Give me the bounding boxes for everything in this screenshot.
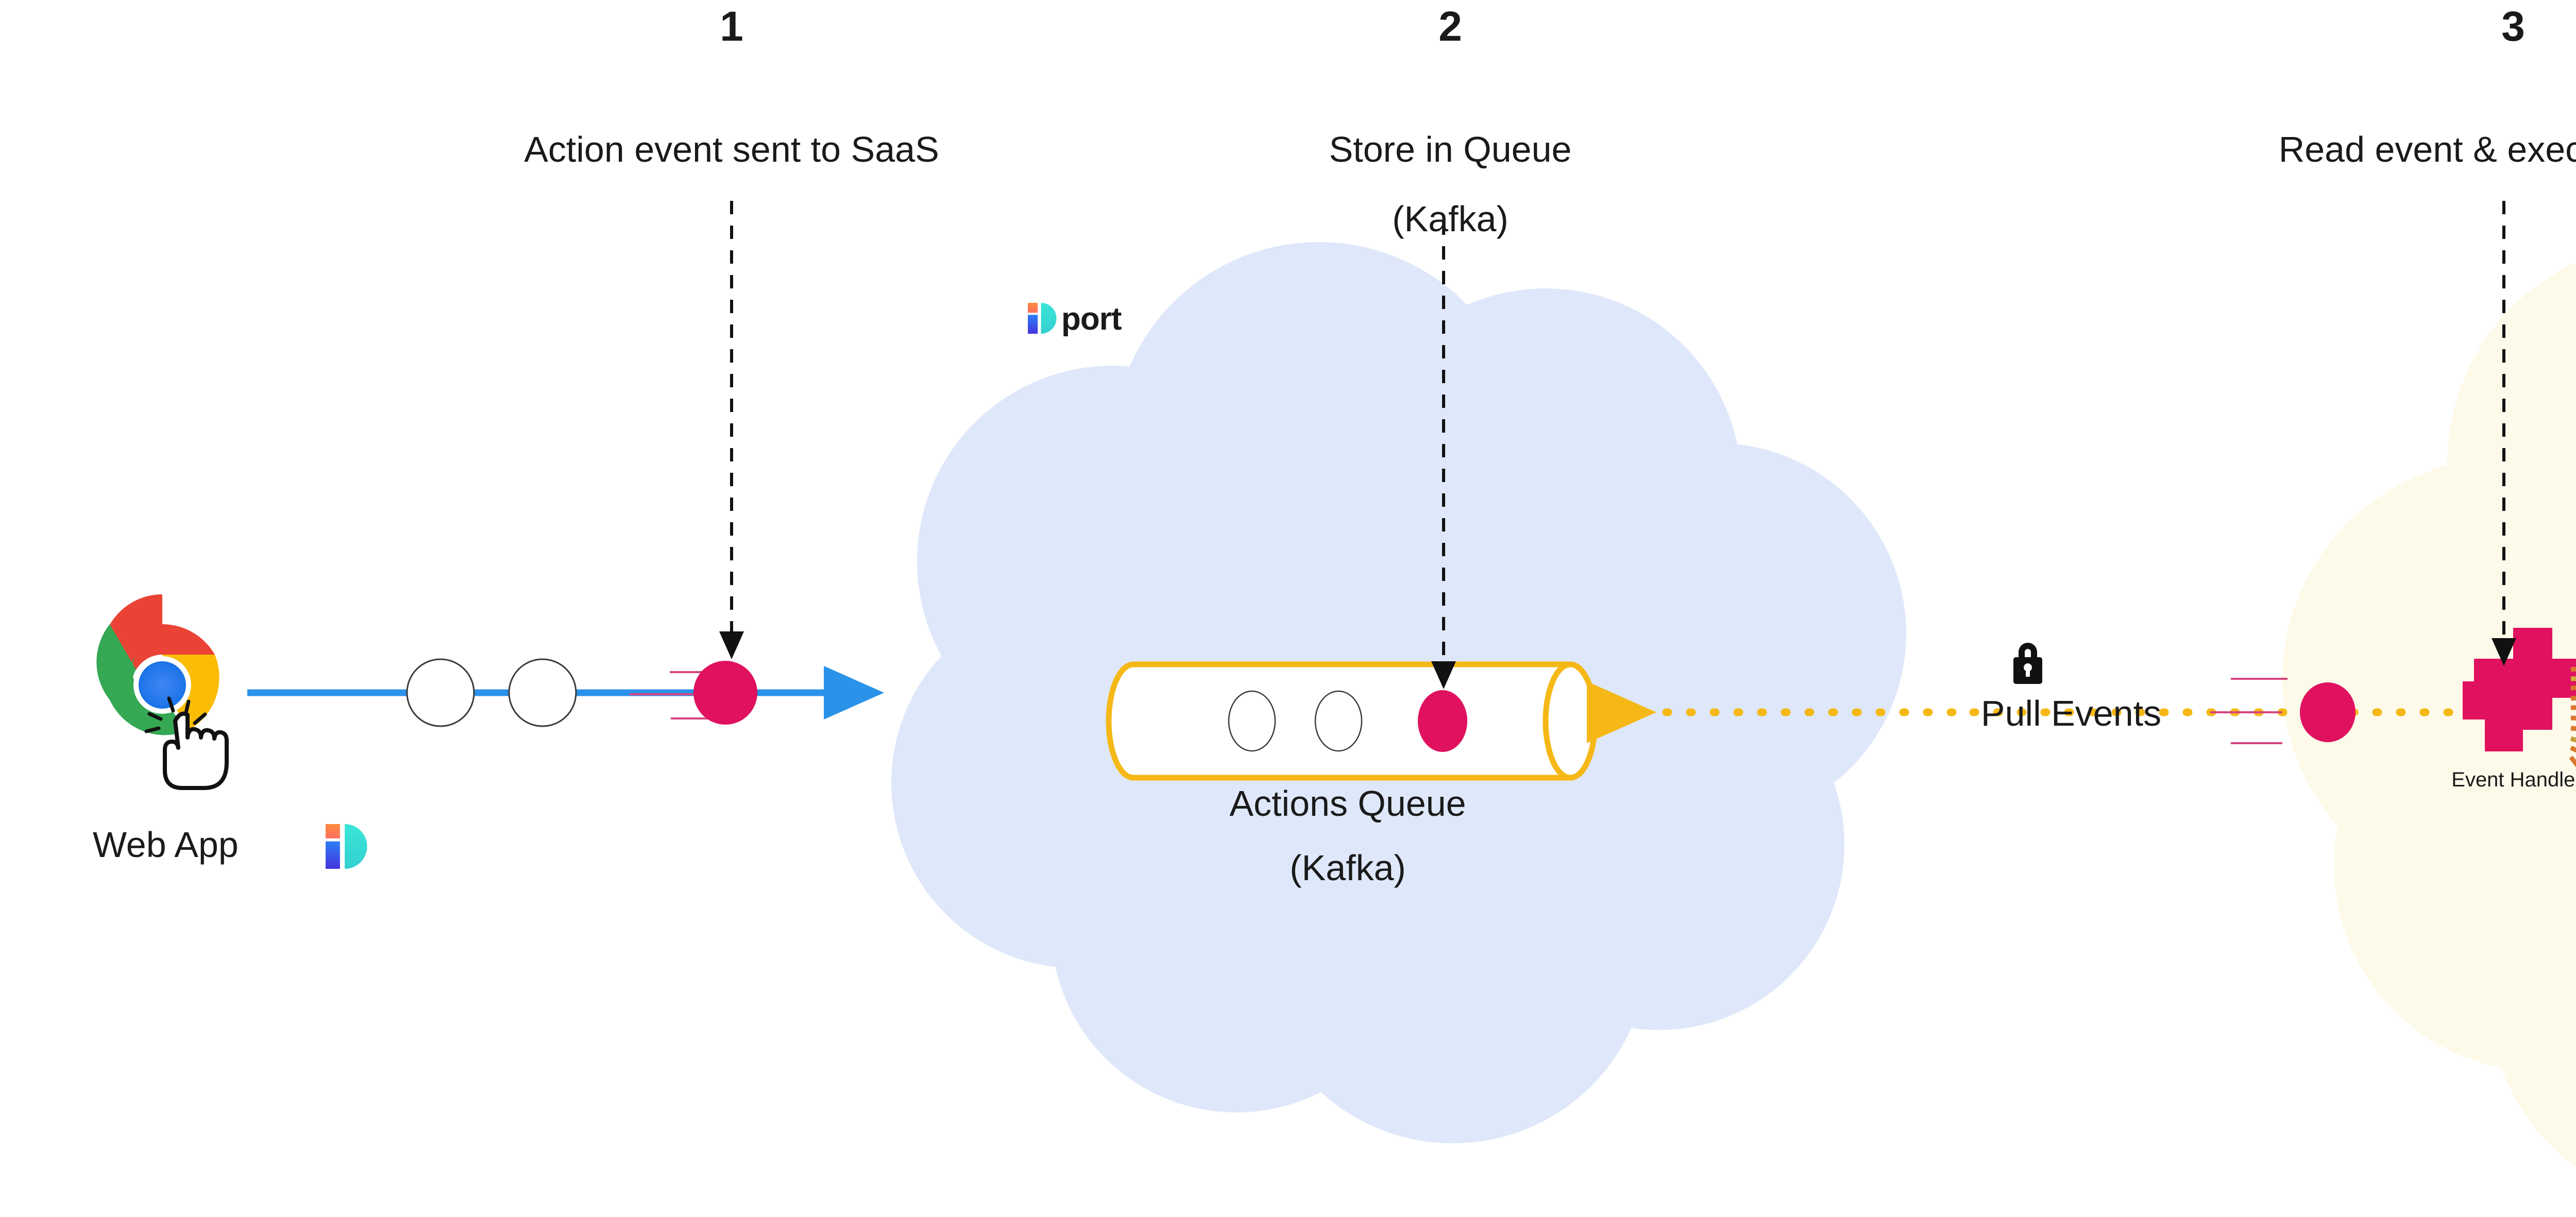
- webapp-to-saas-flow: [247, 658, 884, 727]
- step-3-number: 3: [2501, 3, 2525, 50]
- step-2-label: Store in Queue: [1329, 129, 1572, 169]
- port-brand-label: port: [1061, 301, 1122, 337]
- actions-queue-sublabel: (Kafka): [1290, 848, 1406, 888]
- event-handler-label: Event Handler: [2451, 768, 2576, 791]
- flow-event-token: [693, 661, 757, 725]
- port-logo-icon-cloud: [1028, 303, 1057, 334]
- queue-slot-empty: [1314, 690, 1363, 752]
- actions-queue-cylinder: [1106, 661, 1598, 781]
- flow-slot-empty: [406, 658, 475, 727]
- actions-queue-label: Actions Queue: [1229, 783, 1466, 824]
- queue-slot-filled: [1418, 690, 1467, 752]
- step-2-number: 2: [1438, 3, 1462, 50]
- pull-event-token: [2210, 678, 2355, 744]
- chrome-icon: [96, 594, 223, 746]
- web-app-label: Web App: [93, 825, 239, 865]
- queue-slot-empty: [1228, 690, 1276, 752]
- click-cursor-icon: [144, 696, 229, 790]
- lock-icon: [2013, 643, 2042, 684]
- pull-events-label: Pull Events: [1980, 693, 2162, 733]
- event-handler-cross-icon: [2463, 628, 2576, 751]
- step-2-sublabel: (Kafka): [1392, 199, 1509, 239]
- step-1-label: Action event sent to SaaS: [524, 129, 939, 169]
- port-logo-icon-webapp: [326, 824, 367, 869]
- flow-slot-empty: [508, 658, 577, 727]
- step-1-number: 1: [720, 3, 743, 50]
- step-3-label: Read event & execute runner: [2278, 129, 2576, 169]
